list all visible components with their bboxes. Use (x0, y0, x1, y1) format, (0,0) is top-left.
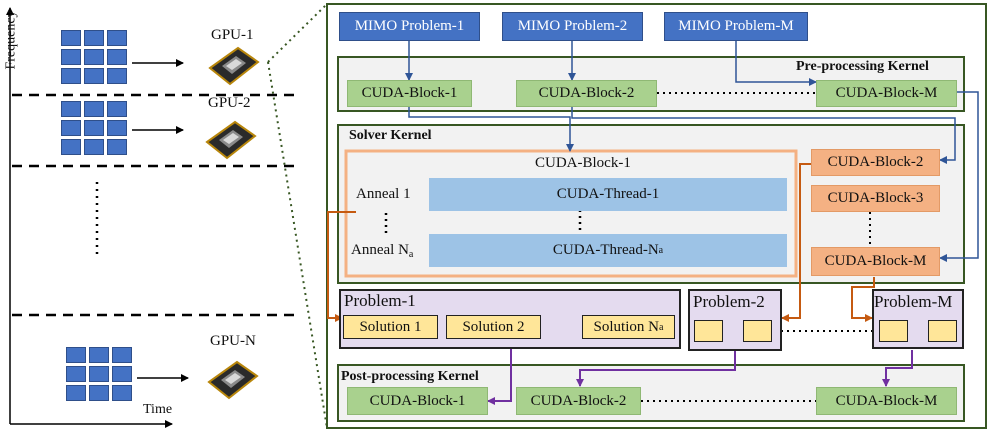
anneal-na-label: Anneal Na (351, 242, 414, 260)
gpu-separators (12, 93, 300, 317)
zoom-line (267, 61, 328, 429)
post-kernel-title: Post-processing Kernel (341, 369, 479, 384)
x-axis-label: Time (143, 402, 173, 417)
post-cuda-block-1: CUDA-Block-1 (347, 387, 488, 415)
problem-2-title: Problem-2 (693, 292, 765, 311)
post-cuda-block-2: CUDA-Block-2 (516, 387, 641, 415)
problem-2-solution-box (743, 320, 772, 342)
gpu-label: GPU-1 (211, 27, 254, 43)
orange-flow-arrows (327, 163, 875, 322)
time-frequency-axes (6, 7, 173, 428)
problem-m-title: Problem-M (874, 292, 953, 311)
mimo-problem-2: MIMO Problem-2 (502, 12, 643, 41)
anneal-1-label: Anneal 1 (356, 186, 411, 202)
pre-cuda-block-1: CUDA-Block-1 (347, 80, 472, 107)
problem-m-solution-box (928, 320, 957, 342)
mimo-problem-m: MIMO Problem-M (664, 12, 808, 41)
problem-2-solution-box (694, 320, 723, 342)
gpu-label: GPU-N (210, 333, 256, 349)
cuda-thread-1: CUDA-Thread-1 (429, 178, 787, 211)
solver-kernel-title: Solver Kernel (349, 128, 432, 143)
pre-cuda-block-2: CUDA-Block-2 (516, 80, 657, 107)
solution-2: Solution 2 (446, 315, 541, 339)
gpu-label: GPU-2 (208, 95, 251, 111)
task-grid-2 (61, 101, 127, 155)
mimo-problem-1: MIMO Problem-1 (339, 12, 480, 41)
blue-flow-arrows (405, 41, 979, 262)
solver-block1-title: CUDA-Block-1 (535, 155, 631, 171)
task-grid-1 (61, 30, 127, 84)
gpu-card-icon (207, 360, 259, 400)
y-axis-label: Frequency (3, 10, 19, 70)
gpu-card-icon (208, 46, 260, 86)
solution-1: Solution 1 (343, 315, 438, 339)
post-cuda-block-m: CUDA-Block-M (816, 387, 957, 415)
pre-cuda-block-m: CUDA-Block-M (816, 80, 957, 107)
grid-to-gpu-arrows (132, 59, 189, 382)
problem-1-title: Problem-1 (344, 291, 416, 310)
task-grid-n (66, 347, 132, 401)
solver-cuda-block-2: CUDA-Block-2 (811, 149, 940, 176)
problem-m-solution-box (879, 320, 908, 342)
solver-cuda-block-m: CUDA-Block-M (811, 247, 940, 276)
zoom-line (267, 3, 328, 63)
purple-flow-arrows (487, 349, 913, 405)
pre-kernel-title: Pre-processing Kernel (796, 59, 929, 74)
gpu-card-icon (205, 120, 257, 160)
solver-cuda-block-3: CUDA-Block-3 (811, 185, 940, 212)
